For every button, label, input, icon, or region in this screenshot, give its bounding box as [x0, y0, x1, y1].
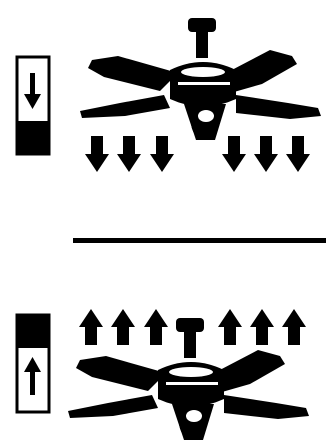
down-arrow-icon [286, 136, 310, 172]
up-arrow-icon [79, 309, 103, 345]
up-arrow-icon [218, 309, 242, 345]
updraft-panel [17, 309, 309, 440]
ceiling-fan-icon [80, 18, 321, 140]
down-arrow-icon [117, 136, 141, 172]
down-arrow-icon [222, 136, 246, 172]
down-arrow-icon [85, 136, 109, 172]
down-arrow-icon [254, 136, 278, 172]
downdraft-panel [17, 18, 321, 172]
airflow-down-arrows [85, 136, 310, 172]
up-arrow-icon [250, 309, 274, 345]
direction-switch-up [17, 315, 49, 412]
divider [73, 238, 326, 243]
up-arrow-icon [111, 309, 135, 345]
ceiling-fan-icon [68, 318, 309, 440]
down-arrow-icon [150, 136, 174, 172]
up-arrow-icon [282, 309, 306, 345]
up-arrow-icon [144, 309, 168, 345]
direction-switch-down [17, 57, 49, 154]
